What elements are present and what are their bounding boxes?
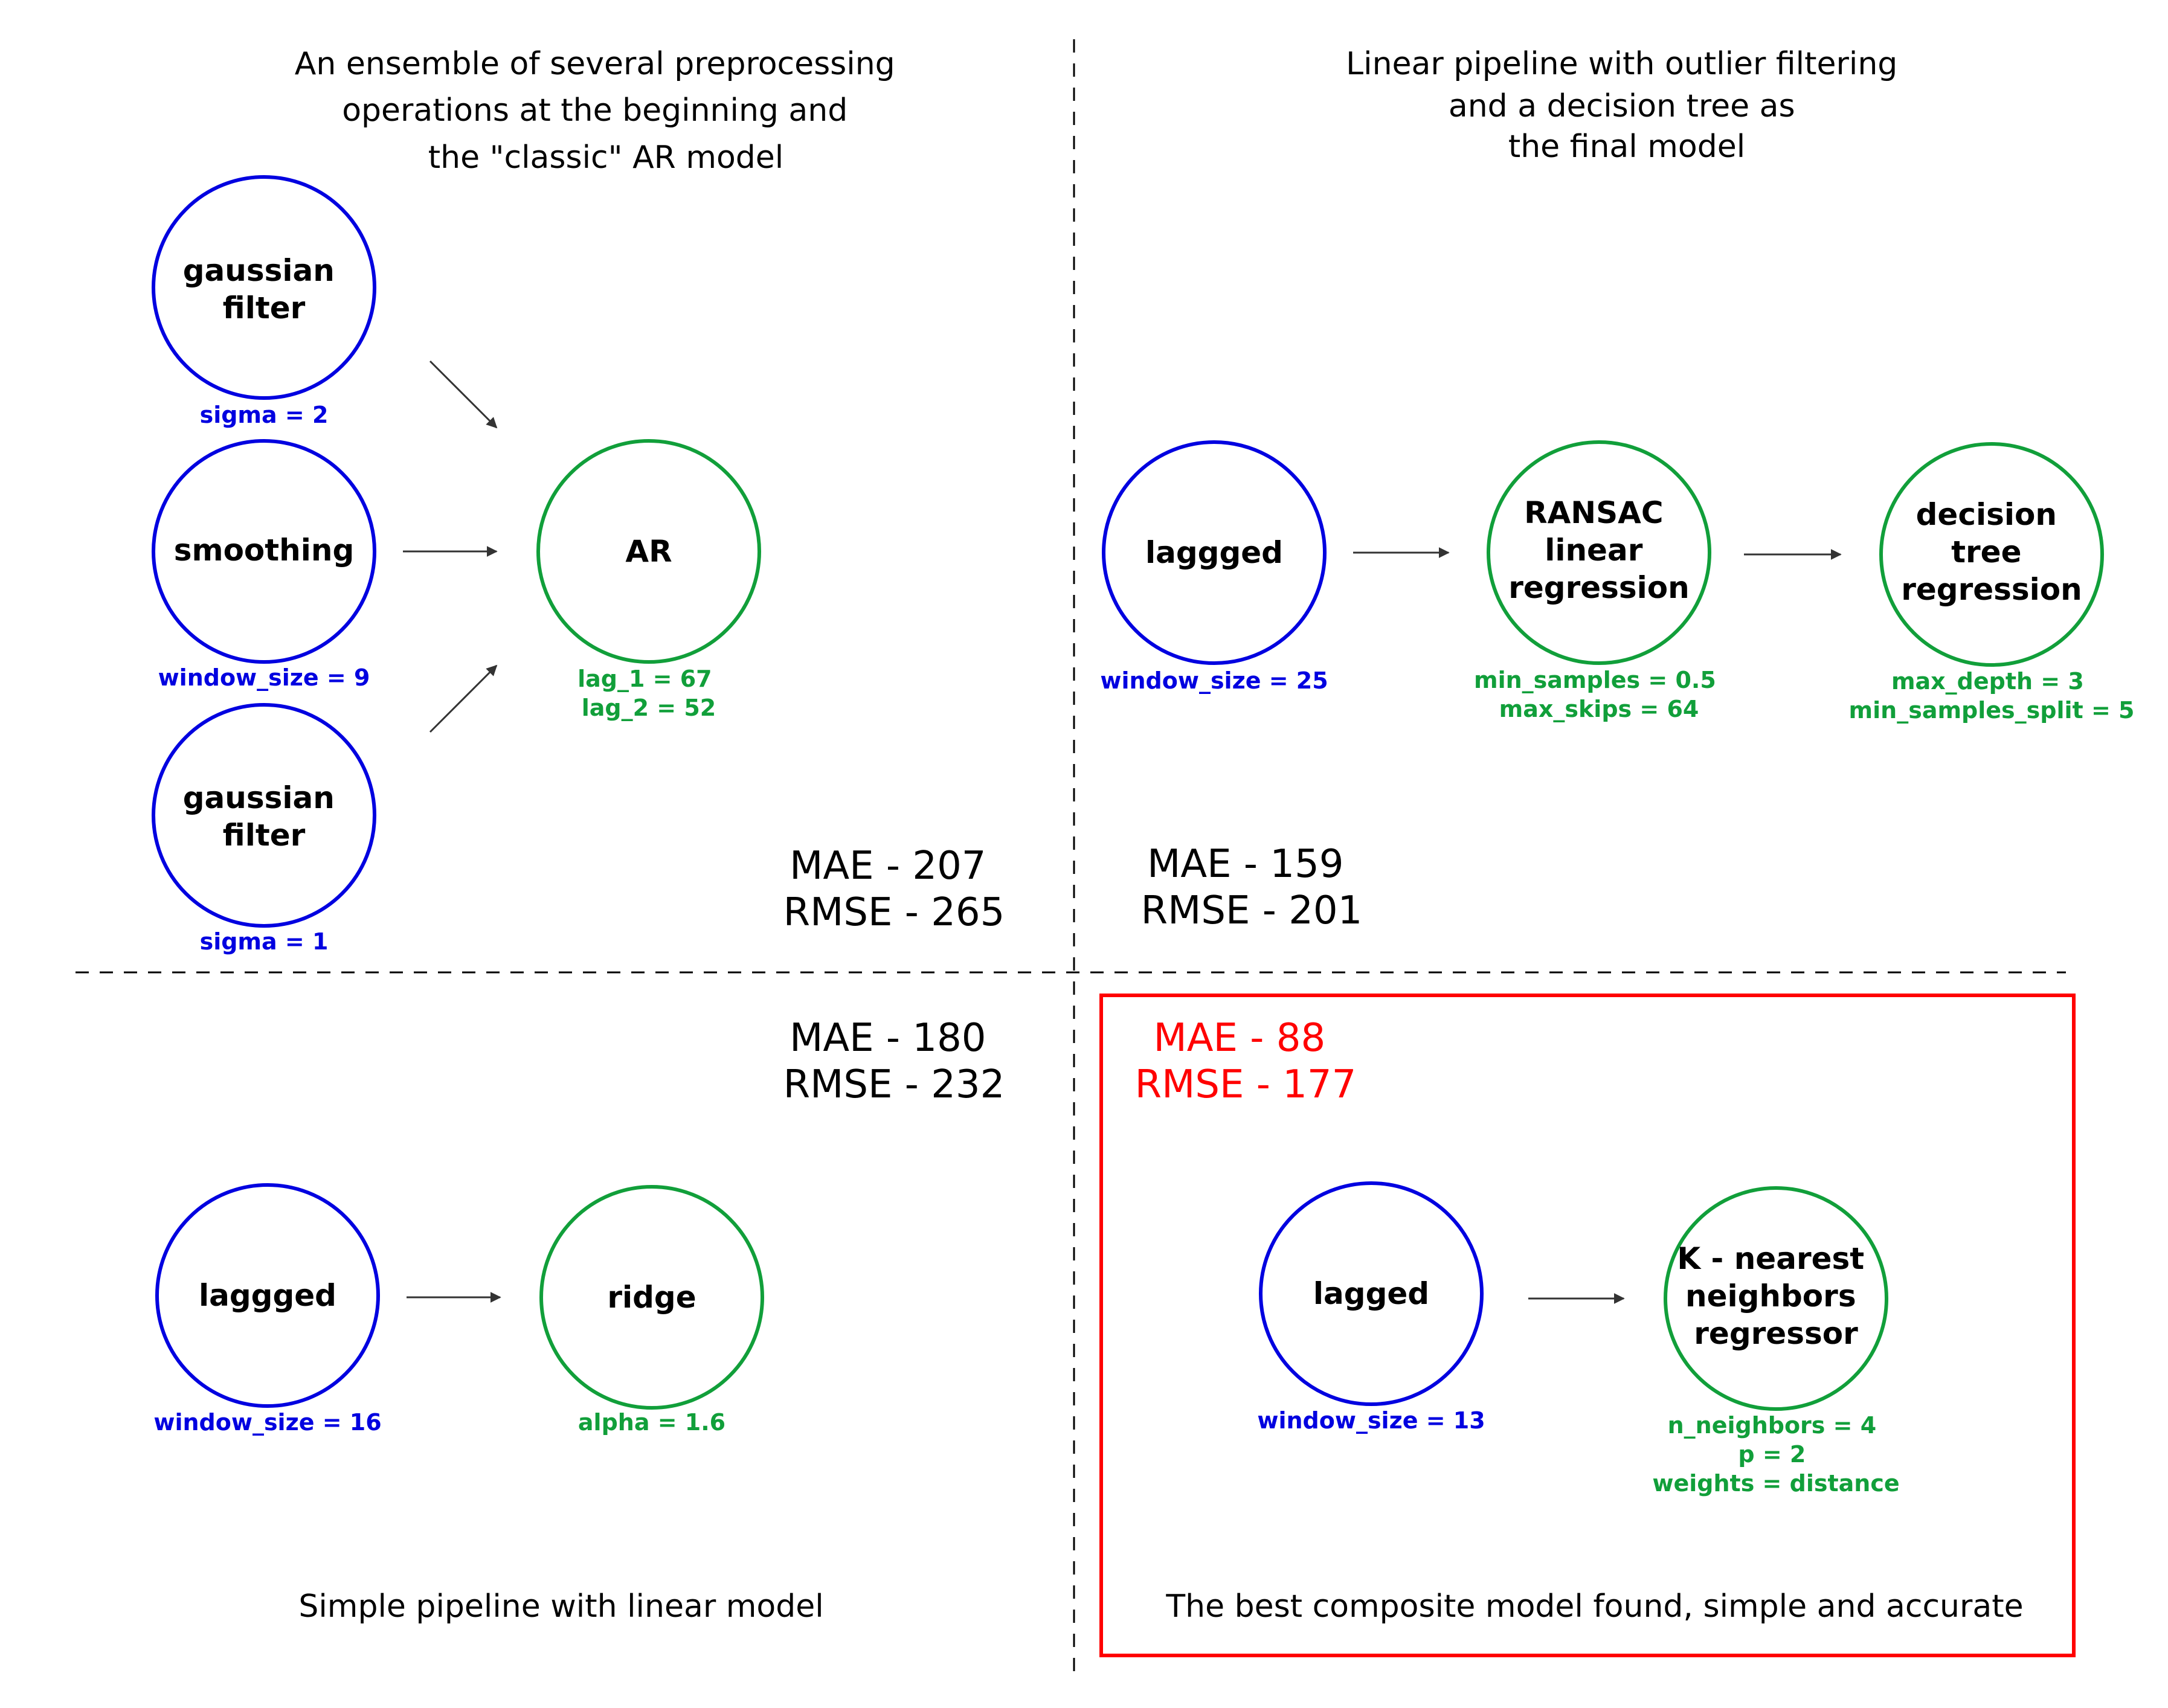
window-size-param: window_size = 13	[1257, 1407, 1485, 1434]
ar-node	[536, 439, 761, 664]
node-label-line: regression	[1901, 572, 2082, 607]
knn-node	[1664, 1186, 1888, 1411]
decision-tree-node	[1879, 442, 2104, 667]
lag-1-param: lag_1 = 67	[577, 666, 712, 692]
rmse-value: RMSE - 177	[1135, 1062, 1357, 1107]
window-size-param: window_size = 16	[153, 1409, 381, 1436]
mae-value: MAE - 159	[1147, 842, 1343, 887]
ar-params: lag_1 = 67 lag_2 = 52	[577, 666, 720, 721]
node-label-line: regressor	[1694, 1316, 1858, 1351]
n-neighbors-param: n_neighbors = 4	[1668, 1412, 1877, 1439]
gaussian-filter-label: gaussian filter	[183, 780, 346, 853]
top-right-metrics: MAE - 159 RMSE - 201	[1141, 842, 1363, 933]
node-label-line: gaussian	[183, 780, 335, 815]
node-label-line: RANSAC	[1524, 495, 1663, 530]
arrow-gaussian-to-ar	[429, 664, 498, 733]
alpha-param: alpha = 1.6	[578, 1409, 725, 1436]
gaussian-filter-label: gaussian filter	[183, 253, 346, 326]
bottom-right-caption: The best composite model found, simple a…	[1165, 1588, 2023, 1625]
decision-tree-params: max_depth = 3 min_samples_split = 5	[1849, 668, 2135, 724]
node-label-line: neighbors	[1685, 1279, 1856, 1314]
min-samples-param: min_samples = 0.5	[1474, 667, 1716, 693]
smoothing-label: smoothing	[174, 533, 355, 568]
lagged-label: laggged	[1145, 535, 1283, 570]
node-label-line: regression	[1508, 570, 1690, 605]
panel-top-right: Linear pipeline with outlier filtering a…	[1100, 46, 2134, 933]
caption-line: the "classic" AR model	[428, 140, 784, 176]
top-right-caption: Linear pipeline with outlier filtering a…	[1346, 46, 1908, 165]
lagged-label: laggged	[199, 1278, 336, 1313]
ransac-label: RANSAC linear regression	[1508, 495, 1690, 605]
rmse-value: RMSE - 265	[783, 890, 1005, 935]
knn-label: K - nearest neighbors regressor	[1677, 1241, 1874, 1351]
mae-value: MAE - 207	[790, 844, 986, 888]
ridge-label: ridge	[607, 1280, 696, 1315]
lagged-label: lagged	[1313, 1276, 1429, 1311]
rmse-value: RMSE - 232	[783, 1062, 1005, 1107]
gaussian-filter-node	[152, 703, 376, 928]
knn-params: n_neighbors = 4 p = 2 weights = distance	[1652, 1412, 1899, 1497]
bottom-right-metrics: MAE - 88 RMSE - 177	[1135, 1016, 1357, 1107]
lagged-node	[1259, 1181, 1484, 1406]
caption-line: the final model	[1508, 129, 1745, 165]
bottom-left-caption: Simple pipeline with linear model	[298, 1588, 823, 1625]
ridge-node	[539, 1185, 764, 1410]
panel-bottom-right: MAE - 88 RMSE - 177 lagged window_size =…	[1135, 1016, 2024, 1625]
ar-label: AR	[625, 534, 672, 569]
caption-line: Linear pipeline with outlier filtering	[1346, 46, 1897, 82]
node-label-line: filter	[223, 818, 306, 853]
node-label-line: gaussian	[183, 253, 335, 288]
min-samples-split-param: min_samples_split = 5	[1849, 697, 2135, 724]
caption-line: and a decision tree as	[1449, 88, 1795, 124]
smoothing-node	[152, 439, 376, 664]
p-param: p = 2	[1738, 1441, 1806, 1468]
node-label-line: filter	[223, 291, 306, 326]
ransac-params: min_samples = 0.5 max_skips = 64	[1474, 667, 1724, 722]
rmse-value: RMSE - 201	[1141, 888, 1363, 933]
node-label-line: tree	[1951, 535, 2021, 570]
max-skips-param: max_skips = 64	[1499, 696, 1699, 722]
bottom-left-metrics: MAE - 180 RMSE - 232	[783, 1016, 1005, 1107]
sigma-param: sigma = 1	[200, 928, 329, 955]
weights-param: weights = distance	[1652, 1470, 1899, 1497]
node-label-line: K - nearest	[1677, 1241, 1864, 1276]
gaussian-filter-node	[152, 175, 376, 400]
node-label-line: linear	[1545, 533, 1643, 568]
lagged-node	[155, 1183, 380, 1408]
lagged-node	[1102, 440, 1327, 665]
caption-line: An ensemble of several preprocessing	[295, 46, 895, 82]
best-model-box	[1099, 994, 2076, 1657]
window-size-param: window_size = 25	[1100, 667, 1328, 694]
mae-value: MAE - 88	[1154, 1016, 1326, 1061]
max-depth-param: max_depth = 3	[1891, 668, 2084, 695]
window-size-param: window_size = 9	[158, 664, 370, 691]
mae-value: MAE - 180	[790, 1016, 986, 1061]
lag-2-param: lag_2 = 52	[582, 695, 716, 721]
panel-top-left: An ensemble of several preprocessing ope…	[152, 46, 1005, 955]
caption-line: operations at the beginning and	[342, 92, 848, 129]
sigma-param: sigma = 2	[200, 402, 329, 428]
node-label-line: decision	[1916, 497, 2057, 532]
ransac-node	[1487, 440, 1711, 665]
arrow-gaussian-to-ar	[429, 360, 498, 429]
top-left-metrics: MAE - 207 RMSE - 265	[783, 844, 1005, 935]
panel-bottom-left: MAE - 180 RMSE - 232 laggged window_size…	[153, 1016, 1005, 1625]
top-left-caption: An ensemble of several preprocessing ope…	[295, 46, 905, 176]
decision-tree-label: decision tree regression	[1901, 497, 2082, 607]
